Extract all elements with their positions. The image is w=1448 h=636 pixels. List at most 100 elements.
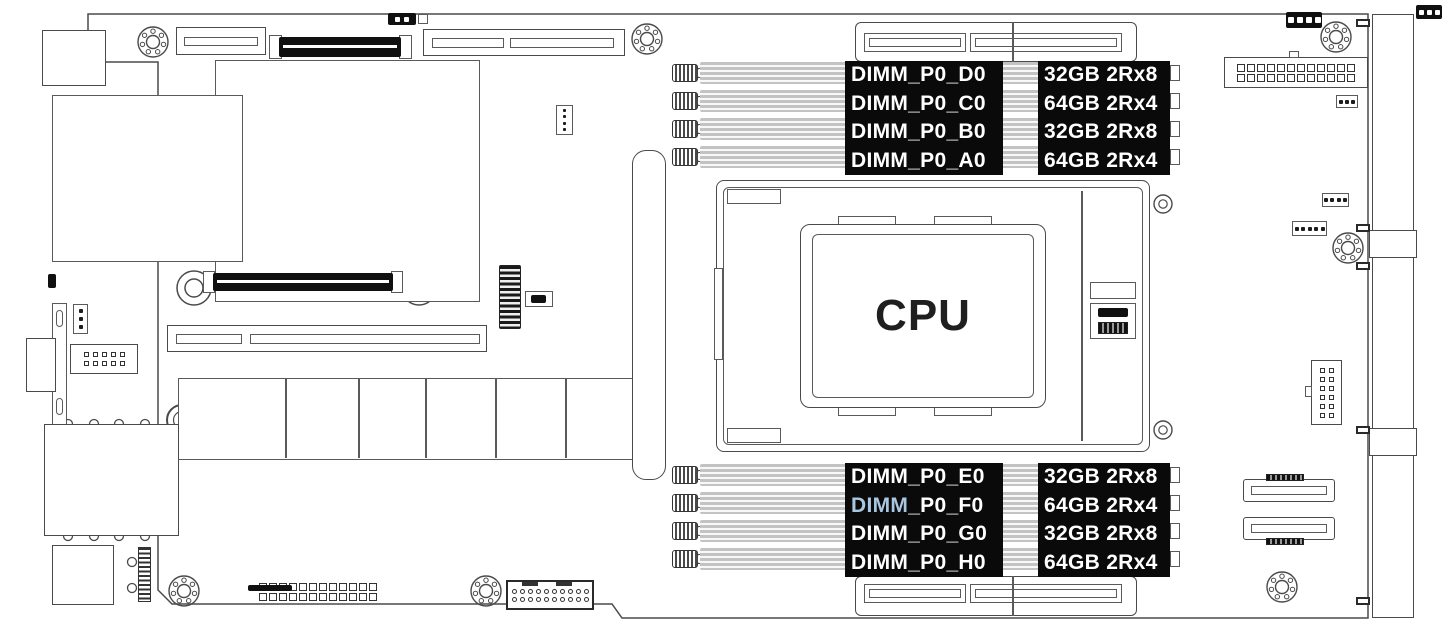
dimm-end-tab <box>1170 121 1180 137</box>
pin <box>119 361 125 366</box>
pin <box>279 593 287 601</box>
pin <box>369 583 377 591</box>
mount-hole <box>631 23 663 55</box>
pin <box>543 588 549 594</box>
pin <box>1297 63 1305 72</box>
pin <box>259 593 267 601</box>
pin <box>1297 73 1305 82</box>
edge-component <box>48 274 56 288</box>
pin <box>1327 73 1335 82</box>
dimm-label-size: 32GB 2Rx8 <box>1038 61 1170 90</box>
socket-hole <box>1153 420 1173 440</box>
pin <box>1317 63 1325 72</box>
pin <box>359 593 367 601</box>
pin <box>1277 73 1285 82</box>
pin <box>1337 73 1345 82</box>
pin <box>92 361 98 366</box>
pin <box>519 588 525 594</box>
pin <box>1277 63 1285 72</box>
pin <box>404 16 409 22</box>
rail-joint-lower <box>1369 428 1417 456</box>
pin <box>527 588 533 594</box>
dimm-label-size: 64GB 2Rx4 <box>1038 549 1170 578</box>
corner-connector <box>1416 5 1442 19</box>
pin <box>1330 198 1335 202</box>
pin <box>1307 73 1315 82</box>
pin <box>583 588 589 594</box>
dimm-label-size: 64GB 2Rx4 <box>1038 147 1170 176</box>
pin <box>339 593 347 601</box>
pin <box>511 588 517 594</box>
dimm-label-name: DIMM_P0_C0 <box>845 90 1003 119</box>
connector-3pin-vertical <box>73 304 88 334</box>
m2-divider <box>495 379 497 458</box>
dense-pin-header <box>499 265 521 329</box>
pin <box>1307 63 1315 72</box>
dimm-latch-icon <box>672 522 698 540</box>
dimm-label-size: 64GB 2Rx4 <box>1038 492 1170 521</box>
rail-latch <box>1356 426 1370 434</box>
dimm-size-text: 32GB 2Rx8 <box>1044 465 1158 488</box>
pin <box>110 361 116 366</box>
pin <box>1339 99 1343 104</box>
pin <box>83 361 89 366</box>
riser-top-slot-1 <box>869 38 961 47</box>
pin <box>535 596 541 602</box>
riser-bottom-slot-2 <box>975 589 1117 598</box>
pin <box>1287 63 1295 72</box>
pin <box>299 593 307 601</box>
pin <box>78 317 83 321</box>
mount-hole <box>1266 571 1298 603</box>
pin <box>78 325 83 329</box>
dimm-label-size: 32GB 2Rx8 <box>1038 118 1170 147</box>
pin <box>1336 198 1341 202</box>
dimm-size-text: 64GB 2Rx4 <box>1044 493 1158 517</box>
riser-top-slot-2 <box>975 38 1117 47</box>
pin <box>1267 73 1275 82</box>
pin <box>319 583 327 591</box>
mezz-connector-slot <box>283 45 397 48</box>
pin <box>1319 367 1325 373</box>
pin <box>543 596 549 602</box>
connector-4pin-vertical <box>556 105 573 135</box>
mount-hole <box>137 26 169 58</box>
connector-4pin-black <box>1286 12 1322 28</box>
dimm-name-text: DIMM_P0_E0 <box>851 465 985 488</box>
pin <box>1328 367 1334 373</box>
pin <box>1328 403 1334 409</box>
pin <box>575 588 581 594</box>
pin <box>1434 9 1440 15</box>
dimm-end-tab <box>1170 93 1180 109</box>
pin <box>83 352 89 357</box>
pin <box>1418 9 1424 15</box>
pin <box>269 593 277 601</box>
dimm-latch-icon <box>672 550 698 568</box>
pin <box>395 16 400 22</box>
network-cage <box>44 424 179 536</box>
pin <box>1287 73 1295 82</box>
dimm-label-name: DIMM_P0_D0 <box>845 61 1003 90</box>
dimm-latch-icon <box>672 64 698 82</box>
dimm-size-text: 64GB 2Rx4 <box>1044 550 1158 574</box>
dimm-label-name: DIMM_P0_G0 <box>845 520 1003 549</box>
pin <box>1319 385 1325 391</box>
dimm-name-text: DIMM_P0_C0 <box>851 91 986 115</box>
pin <box>369 593 377 601</box>
mount-hole <box>168 575 200 607</box>
riser-bottom-slot-1 <box>869 589 961 598</box>
dimm-label-size: 32GB 2Rx8 <box>1038 520 1170 549</box>
pin <box>299 583 307 591</box>
pin <box>1319 412 1325 418</box>
vent-hole <box>126 556 138 568</box>
dimm-label-name: DIMM_P0_F0 <box>845 492 1003 521</box>
m2-bay <box>178 378 658 460</box>
pin <box>1307 226 1312 231</box>
dimm-label-name: DIMM_P0_E0 <box>845 463 1003 492</box>
rail-joint-upper <box>1369 230 1417 258</box>
pin <box>1351 99 1355 104</box>
pin <box>1319 394 1325 400</box>
pin <box>1328 412 1334 418</box>
dimm-size-text: 32GB 2Rx8 <box>1044 120 1158 143</box>
